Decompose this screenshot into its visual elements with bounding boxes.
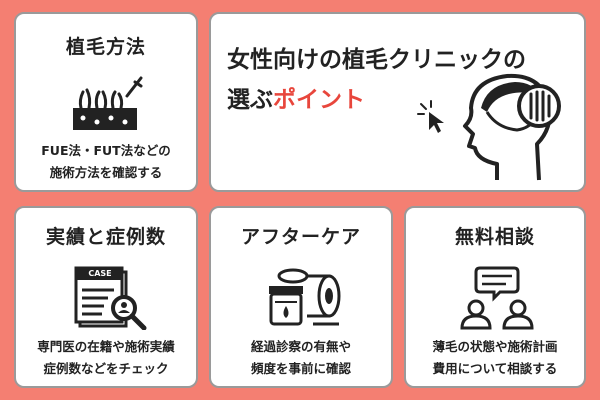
card-desc-line2: 症例数などをチェック	[43, 361, 169, 376]
case-file-search-icon: CASE	[74, 266, 148, 330]
cursor-icon	[417, 100, 444, 133]
card-desc-line2: 費用について相談する	[432, 361, 558, 376]
main-heading: 女性向けの植毛クリニックの 選ぶポイント	[227, 40, 526, 120]
head-profile-hair-icon	[463, 73, 561, 181]
card-desc-line1: FUE法・FUT法などの	[41, 143, 171, 158]
main-banner: 女性向けの植毛クリニックの 選ぶポイント	[209, 12, 586, 192]
card-hair-transplant-method: 植毛方法 FUE法・FUT法などの 施術方法を確認する	[14, 12, 198, 192]
card-aftercare: アフターケア 経過診察の有無や 頻度を事前に確認	[209, 206, 393, 388]
hair-skin-icon	[73, 76, 143, 130]
card-title: 無料相談	[448, 222, 542, 249]
card-title: アフターケア	[234, 222, 368, 249]
card-title: 植毛方法	[59, 32, 153, 59]
card-free-consultation: 無料相談 薄毛の状態や施術計画 費用について相談する	[404, 206, 586, 388]
medicine-bandage-icon	[269, 268, 341, 326]
main-heading-accent: ポイント	[273, 87, 365, 113]
main-heading-line2-prefix: 選ぶ	[227, 87, 273, 113]
main-heading-line1: 女性向けの植毛クリニックの	[227, 47, 526, 73]
card-desc-line2: 頻度を事前に確認	[250, 361, 351, 376]
card-desc-line1: 経過診察の有無や	[250, 339, 351, 354]
card-desc-line2: 施術方法を確認する	[49, 165, 163, 180]
card-track-record: 実績と症例数 CASE 専門医の在籍や施術実績 症例数などをチェック	[14, 206, 198, 388]
card-desc-line1: 薄毛の状態や施術計画	[432, 339, 558, 354]
case-label: CASE	[88, 269, 112, 278]
consultation-people-icon	[460, 266, 534, 330]
card-desc-line1: 専門医の在籍や施術実績	[37, 339, 175, 354]
card-title: 実績と症例数	[39, 222, 173, 249]
